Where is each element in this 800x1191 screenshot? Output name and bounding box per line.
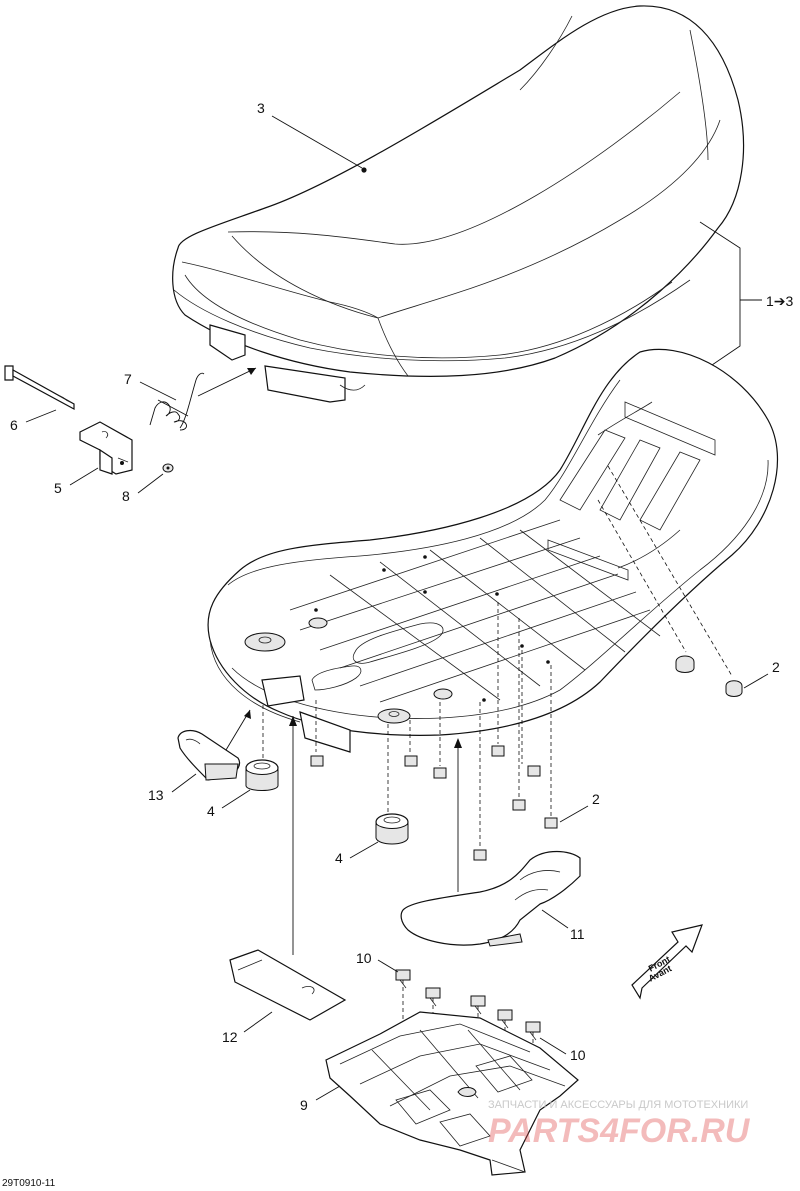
callouts: 3 1➔3 7 6 5 8 2 13 4 2 4 11 10 12 10 9 (10, 100, 794, 1113)
bracket-5 (79, 421, 133, 475)
assembly-bracket (699, 221, 762, 366)
seat-cushion (172, 5, 745, 403)
grommet-4-lower (375, 813, 409, 845)
callout-label: 2 (592, 791, 600, 807)
watermark: ЗАПЧАСТИ И АКСЕССУАРЫ ДЛЯ МОТОТЕХНИКИ PA… (488, 1099, 751, 1150)
callout-label: 10 (570, 1047, 586, 1063)
skid-plate-9 (325, 1011, 579, 1176)
seat-base-frame (207, 348, 779, 753)
watermark-tagline: ЗАПЧАСТИ И АКСЕССУАРЫ ДЛЯ МОТОТЕХНИКИ (488, 1099, 748, 1111)
callout-label: 4 (335, 850, 343, 866)
leader-arrows (197, 367, 462, 751)
callout-label: 4 (207, 803, 215, 819)
frame-grommets (675, 655, 743, 697)
callout-label: 7 (124, 371, 132, 387)
callout-label: 8 (122, 488, 130, 504)
seat-center-point (361, 167, 367, 173)
callout-label: 6 (10, 417, 18, 433)
callout-label: 1➔3 (766, 293, 794, 309)
watermark-site: PARTS4FOR.RU (488, 1112, 751, 1150)
nut-8 (162, 463, 174, 473)
bolt-6 (4, 365, 75, 411)
front-direction-arrow: Front Avant (631, 924, 703, 1000)
callout-label: 13 (148, 787, 164, 803)
callout-label: 10 (356, 950, 372, 966)
grommet-4-upper (245, 759, 279, 791)
bumper-13 (177, 729, 241, 781)
callout-label: 9 (300, 1097, 308, 1113)
spring-7 (149, 372, 205, 431)
cover-11 (400, 850, 581, 947)
drawing-reference-code: 29T0910-11 (2, 1178, 56, 1189)
callout-label: 5 (54, 480, 62, 496)
callout-label: 11 (570, 926, 585, 942)
callout-label: 2 (772, 659, 780, 675)
callout-label: 12 (222, 1029, 238, 1045)
fasteners-10 (395, 969, 541, 1041)
plate-12 (229, 949, 347, 1021)
nuts-2 (310, 745, 558, 861)
callout-label: 3 (257, 100, 265, 116)
